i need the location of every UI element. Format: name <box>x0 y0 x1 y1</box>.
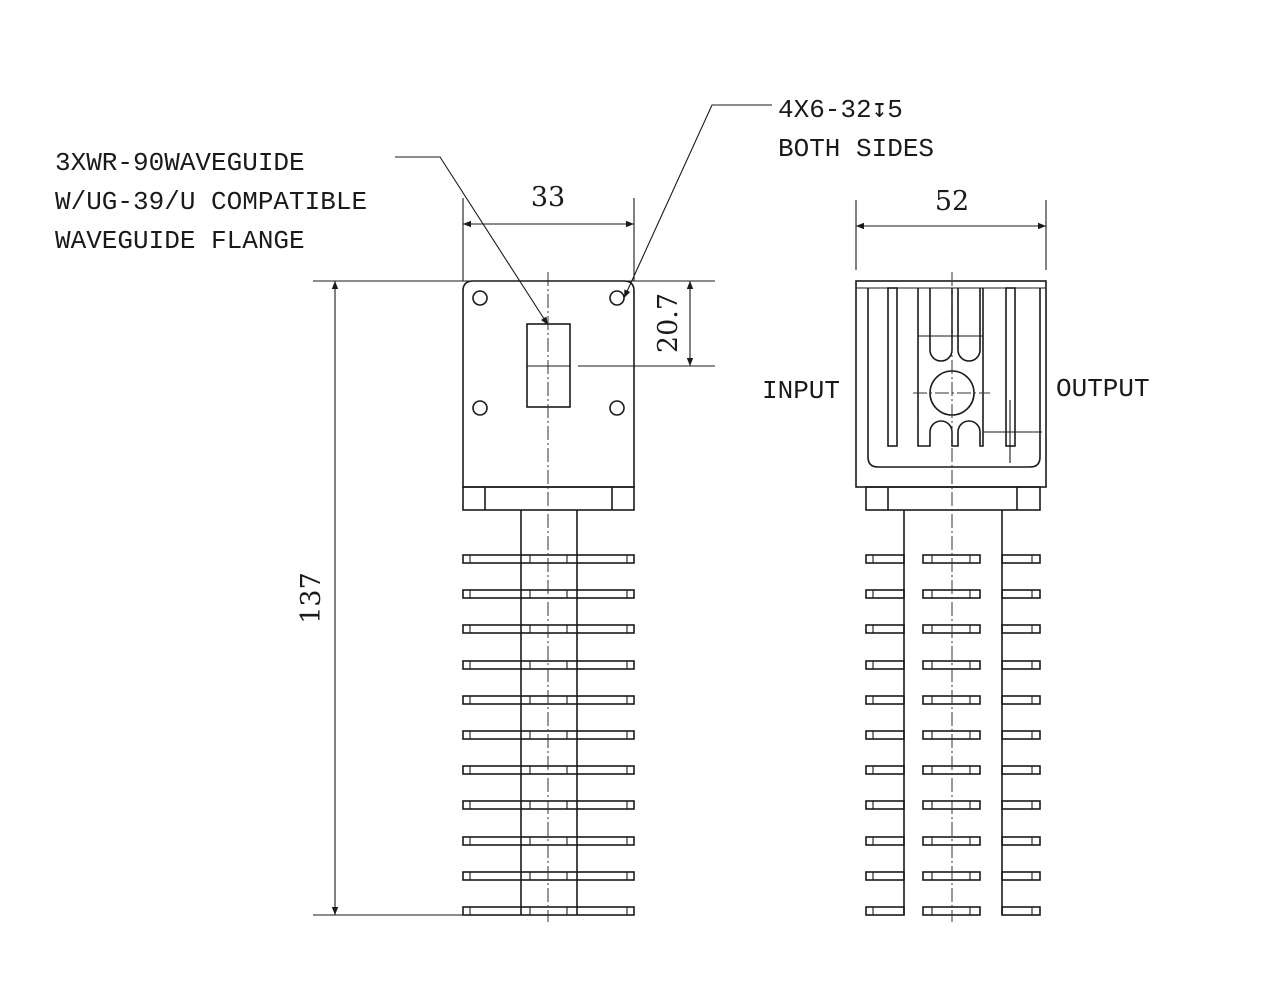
mount-hole <box>472 400 488 416</box>
slot <box>887 287 898 447</box>
fin <box>865 554 905 564</box>
inner-channel <box>867 288 1041 468</box>
fin <box>865 800 905 810</box>
fin <box>1001 765 1041 775</box>
fin <box>865 730 905 740</box>
holes-callout-line-2: BOTH SIDES <box>778 134 934 164</box>
dimension-33: 33 <box>462 182 635 281</box>
dimension-137: 137 <box>296 281 463 916</box>
callout-line-1: 3XWR-90WAVEGUIDE <box>55 148 305 178</box>
callout-line-3: WAVEGUIDE FLANGE <box>55 226 305 256</box>
mount-hole <box>609 400 625 416</box>
cooling-passage <box>917 288 984 447</box>
side-body <box>855 280 1047 488</box>
dimension-text: 20.7 <box>653 293 684 353</box>
fin <box>865 660 905 670</box>
waveguide-leader <box>395 156 549 326</box>
fin <box>1001 730 1041 740</box>
mount-hole <box>472 290 488 306</box>
cooling-passage-upper <box>929 288 981 362</box>
dimension-text: 33 <box>531 182 565 213</box>
waveguide-callout: 3XWR-90WAVEGUIDE W/UG-39/U COMPATIBLE WA… <box>55 148 549 326</box>
output-label: OUTPUT <box>1056 374 1150 404</box>
holes-callout-line-1: 4X6-32↧5 <box>778 95 903 125</box>
fin <box>865 624 905 634</box>
fin <box>1001 554 1041 564</box>
side-view <box>855 272 1047 922</box>
dimension-20-7: 20.7 <box>313 280 715 367</box>
dimension-text: 52 <box>935 186 969 217</box>
fin <box>1001 800 1041 810</box>
fin <box>865 871 905 881</box>
front-view <box>462 272 635 922</box>
fin <box>865 836 905 846</box>
callout-line-2: W/UG-39/U COMPATIBLE <box>55 187 367 217</box>
fin <box>1001 589 1041 599</box>
fin <box>865 589 905 599</box>
side-fins <box>865 554 1041 916</box>
fin <box>1001 624 1041 634</box>
fin <box>1001 695 1041 705</box>
holes-leader <box>623 104 772 299</box>
fin <box>865 906 905 916</box>
fin <box>1001 871 1041 881</box>
fin <box>865 695 905 705</box>
side-band <box>865 486 1041 511</box>
holes-callout: 4X6-32↧5 BOTH SIDES <box>623 95 934 299</box>
fin <box>1001 906 1041 916</box>
fin <box>1001 660 1041 670</box>
mount-hole <box>609 290 625 306</box>
dimension-text: 137 <box>296 572 327 624</box>
fin <box>865 765 905 775</box>
dimension-52: 52 <box>855 186 1047 270</box>
input-label: INPUT <box>762 376 840 406</box>
fin <box>1001 836 1041 846</box>
